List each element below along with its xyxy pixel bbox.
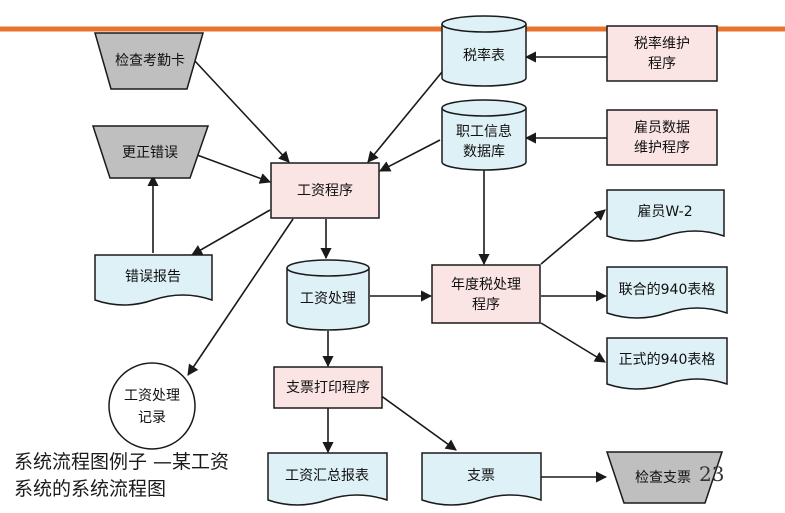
node-payroll-summary-report: 工资汇总报表 [267,452,388,506]
node-label-line1: 工资处理 [124,388,180,404]
node-payroll-log: 工资处理 记录 [108,362,196,450]
edge-annual-to-940official [540,322,606,363]
node-employee-database: 职工信息 数据库 [441,99,527,171]
edge-taxtable-to-payroll [367,71,443,163]
node-label: 检查支票 [635,470,691,486]
node-label-line2: 程序 [472,297,500,313]
node-label: 正式的940表格 [619,352,716,368]
caption-line2: 系统的系统流程图 [14,478,167,500]
node-label-line2: 记录 [138,410,166,426]
node-annual-tax-processing: 年度税处理 程序 [431,264,541,324]
edge-card-to-payroll [193,59,290,163]
node-check-checks: 检查支票 [605,451,724,504]
node-label-line1: 雇员数据 [634,119,690,136]
page-number: 23 [699,462,725,486]
edges [147,51,608,483]
node-label-line1: 职工信息 [456,123,512,140]
node-check-printing-program: 支票打印程序 [273,366,383,409]
node-form-940-joint: 联合的940表格 [606,266,728,319]
figure-caption: 系统流程图例子 —某工资 系统的系统流程图 [14,449,229,503]
node-label: 雇员W-2 [637,203,692,220]
node-check: 支票 [421,452,542,506]
node-label: 支票打印程序 [286,379,370,396]
node-payroll-processing: 工资处理 [286,259,370,331]
caption-line1: 系统流程图例子 —某工资 [14,451,230,473]
node-label-line2: 维护程序 [634,140,690,156]
node-employee-data-maintenance: 雇员数据 维护程序 [606,109,718,166]
node-form-940-official: 正式的940表格 [606,337,728,390]
node-tax-rate-maintenance: 税率维护 程序 [606,25,718,82]
node-label: 工资处理 [300,291,356,307]
node-label: 更正错误 [122,145,178,161]
node-correct-errors: 更正错误 [91,125,210,179]
node-payroll-program: 工资程序 [270,162,380,219]
node-check-attendance-card: 检查考勤卡 [94,32,204,90]
node-label: 税率表 [463,47,505,64]
node-error-report: 错误报告 [94,254,213,306]
node-tax-rate-table: 税率表 [441,15,527,87]
node-label: 检查考勤卡 [115,53,185,69]
edge-payroll-to-errorreport [191,209,271,256]
node-label-line1: 税率维护 [634,35,690,52]
node-label: 工资汇总报表 [285,468,369,484]
node-label: 联合的940表格 [619,282,716,298]
edge-checkprint-to-check [379,394,457,451]
node-label-line1: 年度税处理 [451,277,521,293]
node-label-line2: 程序 [648,56,676,72]
node-employee-w2: 雇员W-2 [606,189,725,242]
edge-empdb-to-payroll [379,139,441,172]
node-label-line2: 数据库 [463,144,505,160]
edge-correct-to-payroll [188,151,272,184]
node-label: 工资程序 [297,183,353,199]
edge-annual-to-w2 [540,209,606,265]
node-label: 错误报告 [125,269,181,285]
node-label: 支票 [467,468,495,484]
edge-payroll-to-log [187,218,294,376]
